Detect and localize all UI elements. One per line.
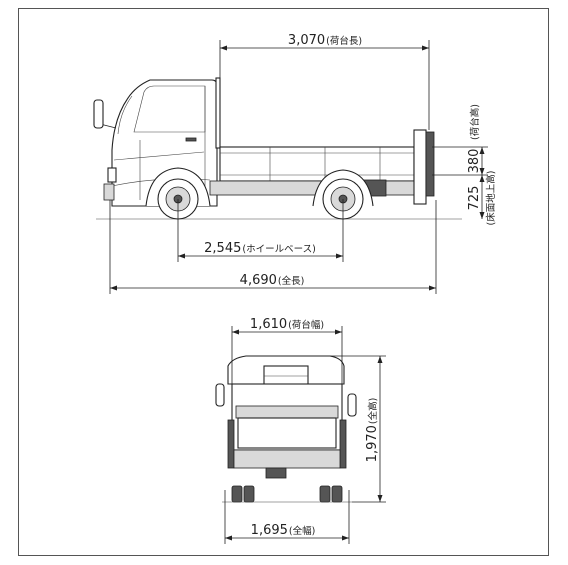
rear-tire-right-inner <box>319 485 331 503</box>
overall-length-text: 4,690(全長) <box>240 273 305 288</box>
floor-height-label: (床面地上高) <box>485 171 497 226</box>
rear-axle-area <box>233 449 341 469</box>
side-mirror <box>93 99 104 129</box>
cab-character-line <box>113 151 205 161</box>
cab-guard <box>215 77 221 149</box>
overall-width-text: 1,695(全幅) <box>251 523 316 538</box>
rear-lift-rail-left <box>227 419 235 469</box>
floor-height-value: 725 <box>467 186 482 211</box>
rear-right-mirror <box>347 393 357 417</box>
cargo-bed <box>219 146 415 182</box>
bed-length-text: 3,070(荷台長) <box>288 33 362 48</box>
overall-height-text: 1,970(全高) <box>365 398 380 463</box>
bed-width-text: 1,610(荷台幅) <box>250 317 324 332</box>
rear-tire-right-outer <box>331 485 343 503</box>
rear-tire-left-inner <box>243 485 255 503</box>
headlamp <box>107 167 117 183</box>
rear-lift-rail-right <box>339 419 347 469</box>
door-handle <box>185 137 197 142</box>
drawing-frame <box>18 8 549 556</box>
rear-left-mirror <box>215 383 225 407</box>
tail-lift-gate <box>425 131 435 197</box>
bed-height-label: (荷台高) <box>469 104 481 140</box>
cab-window <box>133 85 206 133</box>
side-view-truck <box>93 77 462 220</box>
rear-gate-top <box>235 405 339 419</box>
tail-lift <box>413 129 427 205</box>
front-bumper <box>103 183 115 201</box>
wheelbase-text: 2,545(ホイールベース) <box>204 241 316 256</box>
side-view-dimensions <box>109 40 488 294</box>
rear-tire-left-outer <box>231 485 243 503</box>
rear-view-truck <box>215 355 357 503</box>
rear-hitch <box>265 467 287 479</box>
windshield-edge <box>117 95 133 135</box>
rear-view-dimensions <box>224 326 386 544</box>
bed-height-value: 380 <box>467 149 482 174</box>
rear-gate-panel <box>237 417 337 449</box>
